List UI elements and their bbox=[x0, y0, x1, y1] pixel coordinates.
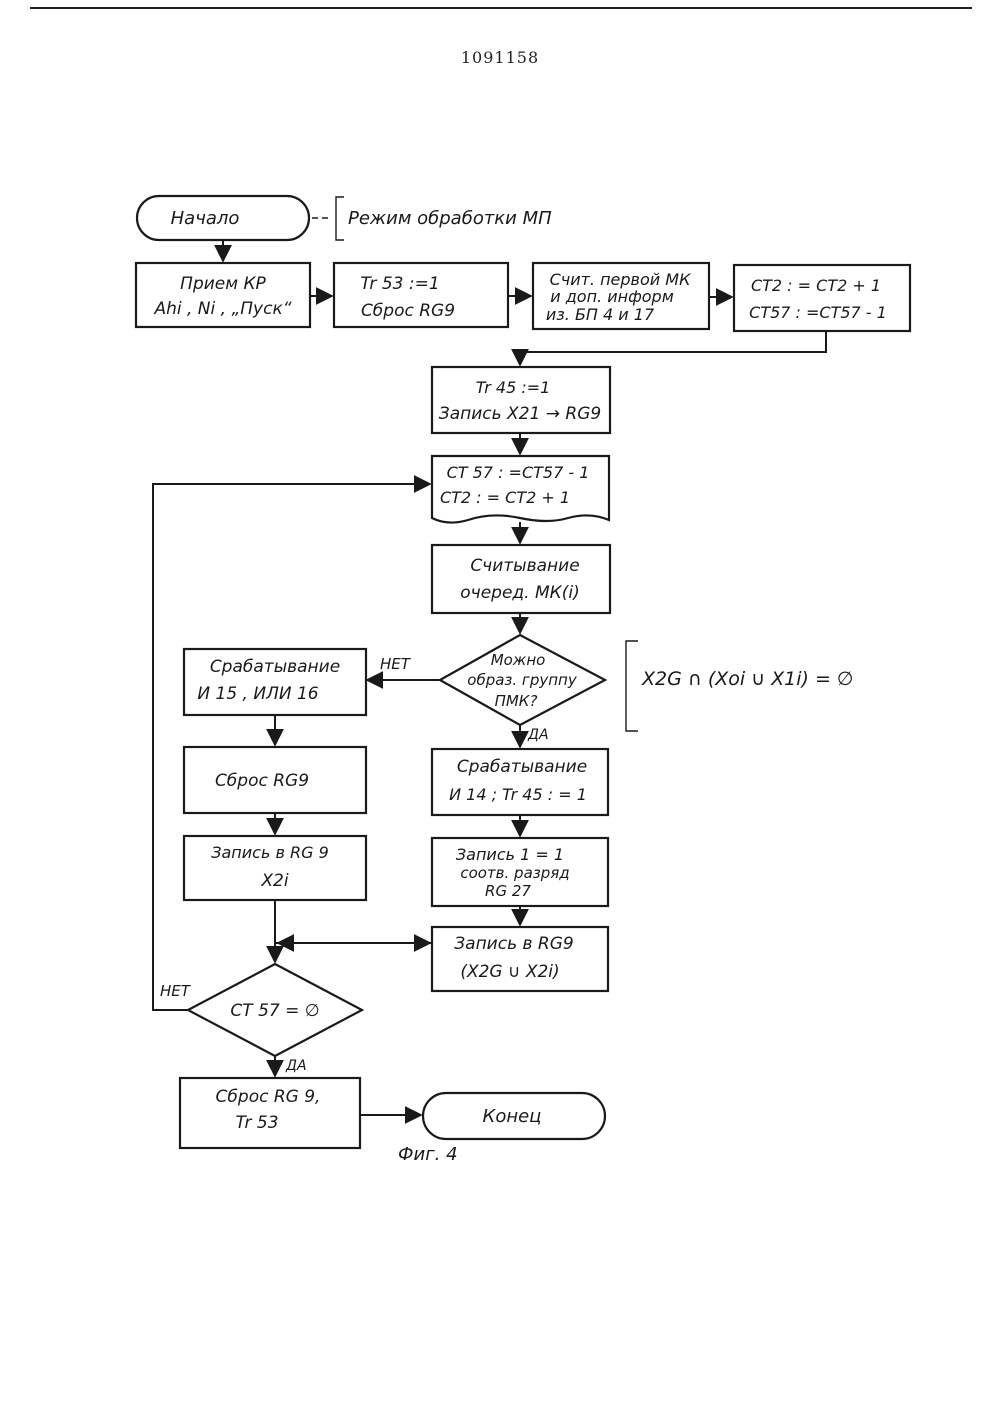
condition-note: X2G ∩ (Xoi ∪ X1i) = ∅ bbox=[641, 668, 853, 690]
tr45-line1: Tr 45 :=1 bbox=[476, 378, 551, 397]
write-x2i-line2: X2i bbox=[260, 871, 288, 891]
mode-note-bracket bbox=[336, 197, 344, 240]
read-next-line1: Считывание bbox=[470, 556, 579, 576]
counter-update-1-line2: CT57 : =CT57 - 1 bbox=[749, 303, 887, 322]
condition-note-bracket bbox=[626, 641, 638, 731]
mode-note: Режим обработки МП bbox=[348, 208, 552, 229]
receive-line2: Ahi , Ni , „Пуск“ bbox=[153, 299, 291, 319]
label-yes-2: ДА bbox=[285, 1058, 307, 1074]
counter-update-2-line1: CT 57 : =CT57 - 1 bbox=[447, 463, 590, 482]
write-union-line2: (X2G ∪ X2i) bbox=[460, 962, 559, 982]
tr45-line2: Запись X21 → RG9 bbox=[439, 404, 601, 424]
label-no-1: НЕТ bbox=[380, 655, 412, 673]
reset-rg9-label: Сброс RG9 bbox=[215, 771, 309, 791]
decision-group-line2: образ. группу bbox=[467, 671, 578, 689]
final-reset-line2: Tr 53 bbox=[235, 1113, 278, 1133]
fire-or-line2: И 15 , ИЛИ 16 bbox=[197, 684, 318, 704]
counter-update-2-line2: CT2 : = CT2 + 1 bbox=[440, 488, 570, 507]
write-bit-line3: RG 27 bbox=[485, 882, 531, 900]
write-bit-line2: соотв. разряд bbox=[460, 864, 569, 882]
fire-or-line1: Срабатывание bbox=[210, 657, 340, 677]
start-label: Начало bbox=[171, 208, 240, 229]
fire-and-line2: И 14 ; Tr 45 : = 1 bbox=[449, 785, 587, 804]
write-bit-line1: Запись 1 = 1 bbox=[456, 845, 564, 864]
write-x2i-line1: Запись в RG 9 bbox=[211, 843, 329, 862]
counter-update-1-line1: CT2 : = CT2 + 1 bbox=[751, 276, 881, 295]
write-union-line1: Запись в RG9 bbox=[454, 934, 573, 954]
fire-and-line1: Срабатывание bbox=[457, 757, 587, 777]
figure-caption: Фиг. 4 bbox=[398, 1144, 458, 1165]
receive-line1: Прием КР bbox=[180, 274, 266, 294]
tr53-line2: Сброс RG9 bbox=[361, 301, 455, 321]
read-first-line3: из. БП 4 и 17 bbox=[546, 305, 655, 324]
decision-group-line1: Можно bbox=[491, 651, 546, 669]
label-yes-1: ДА bbox=[527, 727, 549, 743]
arrow-counter-to-tr45 bbox=[520, 331, 826, 365]
read-first-line2: и доп. информ bbox=[550, 287, 674, 306]
decision-ct57-label: CT 57 = ∅ bbox=[230, 1001, 319, 1021]
decision-group-line3: ПМК? bbox=[495, 692, 538, 710]
label-no-2: НЕТ bbox=[160, 982, 192, 1000]
read-next-line2: очеред. МК(i) bbox=[460, 583, 579, 603]
tr53-line1: Tr 53 :=1 bbox=[360, 274, 439, 294]
final-reset-line1: Сброс RG 9, bbox=[216, 1087, 321, 1107]
end-label: Конец bbox=[483, 1106, 542, 1127]
